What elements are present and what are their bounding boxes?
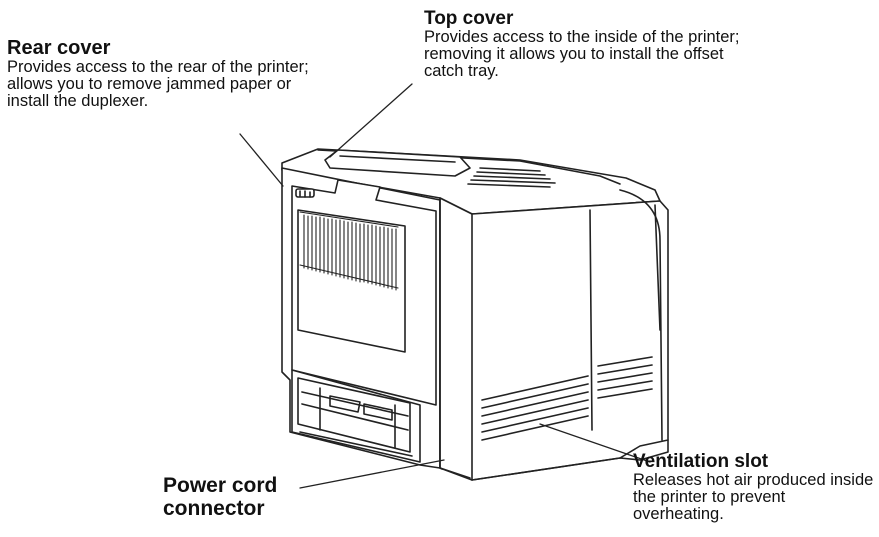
ventilation-slot-callout: Ventilation slot Releases hot air produc… xyxy=(633,452,878,523)
top-vent-slats xyxy=(467,167,556,188)
side-face xyxy=(439,197,669,481)
top-cover-callout: Top cover Provides access to the inside … xyxy=(424,9,764,80)
leader-lines xyxy=(239,83,651,489)
ventilation-slot-title: Ventilation slot xyxy=(633,451,769,472)
ventilation-slot-description: Releases hot air produced inside the pri… xyxy=(633,470,874,523)
rear-cover-title: Rear cover xyxy=(7,37,111,59)
rear-vent-grille xyxy=(299,211,399,291)
ventilation-leader xyxy=(539,423,651,463)
side-vent-slats xyxy=(481,356,653,441)
rear-cover-callout: Rear cover Provides access to the rear o… xyxy=(7,38,317,110)
top-cover-title: Top cover xyxy=(424,8,514,29)
top-cover-leader xyxy=(329,83,413,158)
power-cord-title: Power cord connector xyxy=(163,474,278,520)
top-cover-description: Provides access to the inside of the pri… xyxy=(424,27,740,80)
printer-illustration xyxy=(281,148,669,481)
rear-cover-leader xyxy=(239,133,284,187)
rear-cover-description: Provides access to the rear of the print… xyxy=(7,58,309,110)
power-cord-leader xyxy=(299,459,445,489)
power-cord-callout: Power cord connector xyxy=(163,474,303,520)
